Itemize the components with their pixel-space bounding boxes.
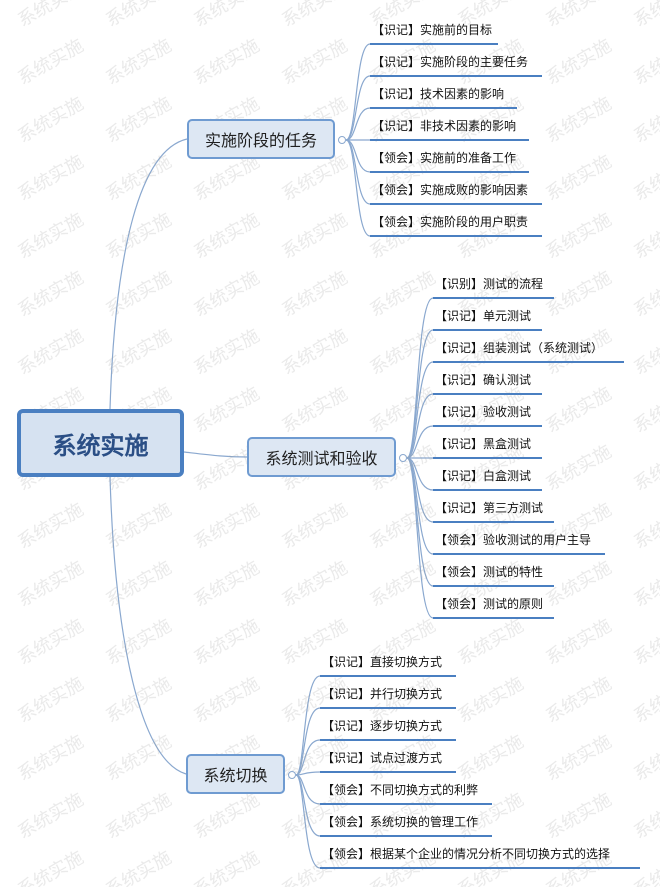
connector-root-branch-3: [109, 476, 187, 775]
branch-node-system-switch[interactable]: 系统切换: [186, 754, 285, 794]
connector-branch-2-leaf-3: [406, 361, 434, 459]
root-node[interactable]: 系统实施: [17, 409, 184, 477]
leaf-item[interactable]: 【识记】第三方测试: [433, 497, 554, 523]
leaf-item[interactable]: 【领会】不同切换方式的利弊: [320, 779, 492, 805]
leaf-item[interactable]: 【识记】确认测试: [433, 369, 542, 395]
connector-branch-2-leaf-4: [406, 393, 434, 459]
leaf-item[interactable]: 【识记】逐步切换方式: [320, 715, 456, 741]
leaf-item[interactable]: 【识记】实施阶段的主要任务: [370, 51, 542, 77]
branch-node-implementation-tasks[interactable]: 实施阶段的任务: [187, 119, 335, 159]
leaf-item[interactable]: 【领会】系统切换的管理工作: [320, 811, 492, 837]
collapse-toggle-branch-1[interactable]: [338, 136, 346, 144]
connector-branch-2-leaf-5: [406, 425, 434, 459]
collapse-toggle-branch-2[interactable]: [399, 454, 407, 462]
leaf-item[interactable]: 【识记】黑盒测试: [433, 433, 542, 459]
connector-branch-1-leaf-7: [345, 139, 371, 237]
leaf-item[interactable]: 【识记】并行切换方式: [320, 683, 456, 709]
connector-branch-1-leaf-6: [345, 139, 371, 205]
leaf-item[interactable]: 【领会】根据某个企业的情况分析不同切换方式的选择: [320, 843, 640, 869]
connector-branch-1-leaf-3: [345, 107, 371, 141]
leaf-item[interactable]: 【领会】验收测试的用户主导: [433, 529, 605, 555]
connector-root-branch-2: [183, 451, 248, 458]
connector-branch-3-leaf-3: [295, 739, 321, 776]
branch-label: 系统测试和验收: [265, 449, 378, 468]
leaf-item[interactable]: 【领会】实施阶段的用户职责: [370, 211, 542, 237]
leaf-item[interactable]: 【识记】直接切换方式: [320, 651, 456, 677]
connector-branch-1-leaf-1: [345, 43, 371, 141]
leaf-item[interactable]: 【识记】技术因素的影响: [370, 83, 517, 109]
leaf-item[interactable]: 【识记】白盒测试: [433, 465, 542, 491]
leaf-item[interactable]: 【识记】非技术因素的影响: [370, 115, 529, 141]
root-label: 系统实施: [52, 431, 149, 460]
leaf-item[interactable]: 【识记】单元测试: [433, 305, 542, 331]
leaf-item[interactable]: 【识记】试点过渡方式: [320, 747, 456, 773]
leaf-item[interactable]: 【领会】实施前的准备工作: [370, 147, 529, 173]
branch-label: 实施阶段的任务: [204, 131, 317, 150]
leaf-item[interactable]: 【领会】实施成败的影响因素: [370, 179, 542, 205]
connector-branch-3-leaf-7: [295, 774, 321, 869]
connector-branch-1-leaf-2: [345, 75, 371, 141]
leaf-item[interactable]: 【领会】测试的原则: [433, 593, 554, 619]
leaf-item[interactable]: 【识别】测试的流程: [433, 273, 554, 299]
connector-root-branch-1: [109, 138, 188, 410]
leaf-item[interactable]: 【识记】实施前的目标: [370, 19, 498, 45]
collapse-toggle-branch-3[interactable]: [288, 771, 296, 779]
leaf-item[interactable]: 【识记】组装测试（系统测试）: [433, 337, 624, 363]
branch-label: 系统切换: [203, 766, 268, 785]
connector-branch-2-leaf-11: [406, 457, 434, 619]
connector-branch-3-leaf-2: [295, 707, 321, 776]
branch-node-testing-acceptance[interactable]: 系统测试和验收: [247, 437, 396, 477]
connector-branch-2-leaf-2: [406, 329, 434, 459]
leaf-item[interactable]: 【识记】验收测试: [433, 401, 542, 427]
leaf-item[interactable]: 【领会】测试的特性: [433, 561, 554, 587]
